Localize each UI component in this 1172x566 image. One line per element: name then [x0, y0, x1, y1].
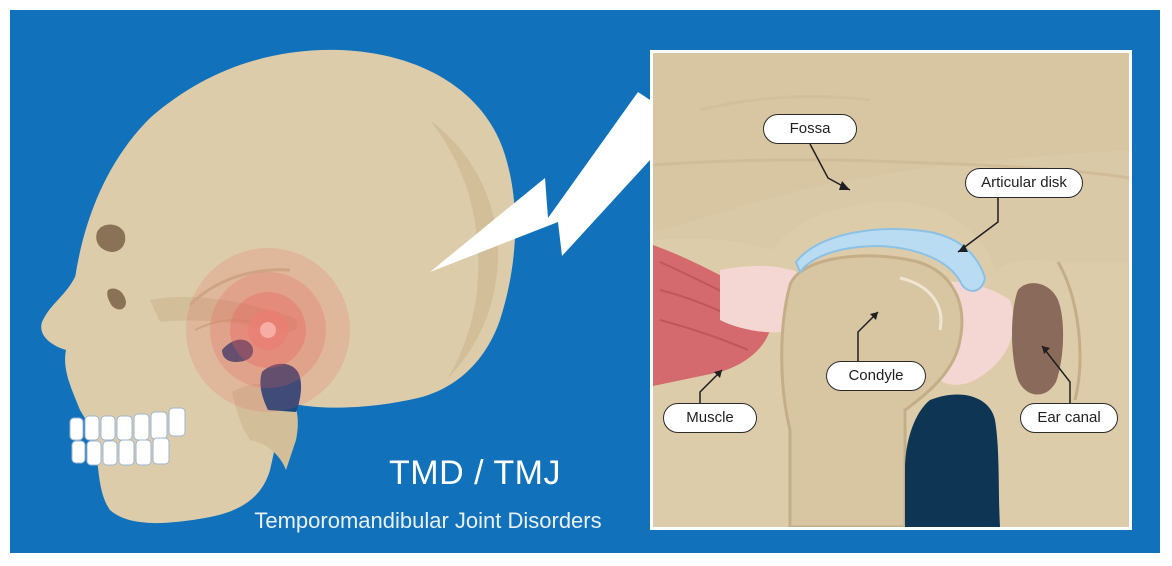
dark-tissue: [905, 394, 1000, 527]
main-title: TMD / TMJ: [330, 454, 620, 493]
pain-glow: [186, 248, 350, 412]
label-fossa: Fossa: [763, 114, 857, 144]
label-ear-canal: Ear canal: [1020, 403, 1118, 433]
subtitle: Temporomandibular Joint Disorders: [222, 508, 634, 534]
label-condyle: Condyle: [826, 361, 926, 391]
label-articular-disk: Articular disk: [965, 168, 1083, 198]
label-muscle: Muscle: [663, 403, 757, 433]
ear-canal: [1012, 283, 1063, 394]
joint-detail-panel: [650, 50, 1132, 530]
